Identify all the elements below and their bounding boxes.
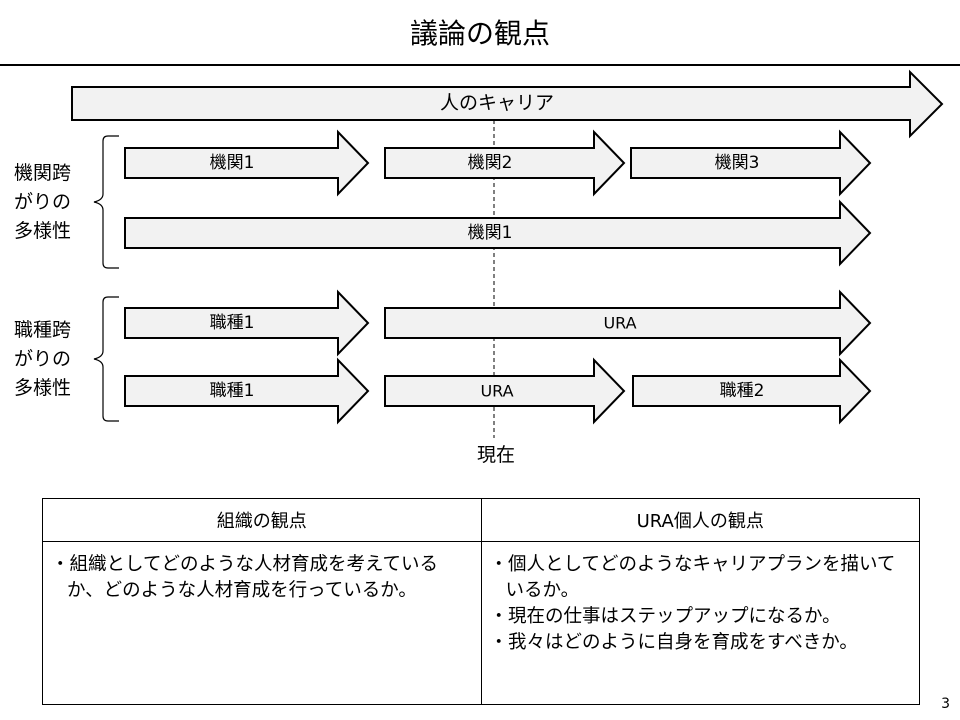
group-label-line: 多様性 [14, 377, 72, 399]
job-arrow: 職種2 [632, 357, 872, 425]
group-label-line: 職種跨 [14, 319, 72, 341]
job-arrow: URA [384, 357, 626, 425]
group-brace [93, 135, 119, 269]
ura-viewpoint-cell: ・個人としてどのようなキャリアプランを描いているか。 ・現在の仕事はステップアッ… [480, 541, 920, 705]
job-arrow-label: 職種2 [720, 381, 765, 401]
org-arrow-label: 機関1 [468, 223, 513, 243]
job-arrow-label: URA [603, 314, 636, 333]
org-viewpoint-cell: ・組織としてどのような人材育成を考えているか、どのような人材育成を行っているか。 [42, 541, 482, 705]
career-arrow-label: 人のキャリア [440, 92, 554, 114]
org-arrow: 機関2 [384, 129, 626, 197]
career-arrow: 人のキャリア [71, 69, 944, 139]
org-point: ・組織としてどのような人材育成を考えているか、どのような人材育成を行っているか。 [51, 554, 439, 601]
job-arrow-label: 職種1 [210, 313, 255, 333]
ura-viewpoint-header: URA個人の観点 [480, 498, 920, 542]
ura-point: ・我々はどのように自身を育成をすべきか。 [489, 632, 858, 653]
page-number: 3 [941, 696, 950, 712]
group-label-job-diversity: 職種跨 がりの 多様性 [14, 316, 94, 403]
job-arrow: 職種1 [124, 289, 370, 357]
org-arrow-label: 機関1 [210, 153, 255, 173]
page-title: 議論の観点 [409, 17, 550, 50]
title-underline [0, 64, 960, 66]
group-brace [93, 296, 119, 422]
org-arrow: 機関1 [124, 129, 370, 197]
group-label-line: がりの [14, 191, 72, 213]
ura-point: ・現在の仕事はステップアップになるか。 [489, 606, 841, 627]
org-arrow-label: 機関2 [468, 153, 513, 173]
job-arrow-label: URA [480, 382, 513, 401]
org-arrow: 機関3 [630, 129, 872, 197]
ura-point: ・個人としてどのようなキャリアプランを描いているか。 [489, 554, 896, 601]
job-arrow: 職種1 [124, 357, 370, 425]
job-arrow-label: 職種1 [210, 381, 255, 401]
org-viewpoint-header: 組織の観点 [42, 498, 482, 542]
viewpoints-table: 組織の観点 URA個人の観点 ・組織としてどのような人材育成を考えているか、どの… [42, 498, 920, 705]
now-label: 現在 [476, 444, 515, 466]
org-arrow-label: 機関3 [715, 153, 760, 173]
group-label-org-diversity: 機関跨 がりの 多様性 [14, 159, 94, 246]
org-arrow: 機関1 [124, 199, 872, 267]
group-label-line: 多様性 [14, 220, 72, 242]
job-arrow: URA [384, 289, 872, 357]
group-label-line: がりの [14, 348, 72, 370]
group-label-line: 機関跨 [14, 162, 72, 184]
